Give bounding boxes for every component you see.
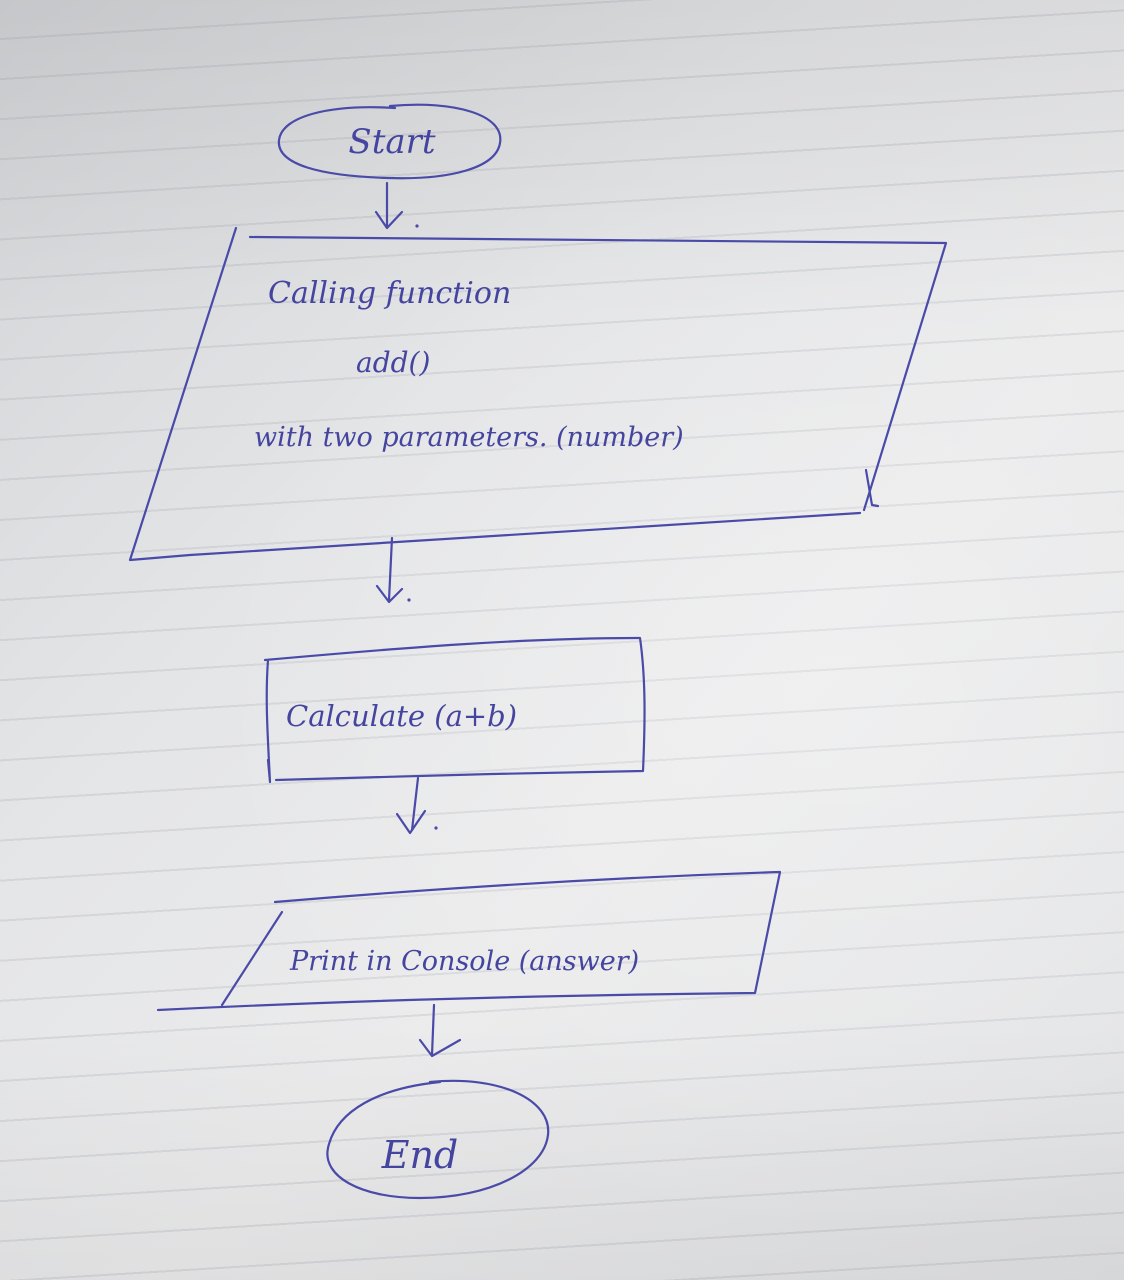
arrow-call-to-calc — [375, 536, 411, 604]
arrow-start-to-call — [374, 181, 419, 230]
node-calc: Calculate (a+b) — [263, 636, 646, 784]
arrow-calc-to-print — [395, 776, 438, 835]
arrow-print-to-end — [418, 1003, 462, 1058]
node-call: Calling function add() with two paramete… — [128, 226, 948, 562]
print-parallelogram-shape — [156, 870, 782, 1012]
end-oval-shape — [326, 1079, 550, 1200]
start-oval-shape — [277, 103, 502, 180]
call-label-line-3: with two parameters. (number) — [254, 422, 684, 453]
print-label: Print in Console (answer) — [289, 946, 639, 977]
end-label: End — [381, 1133, 459, 1177]
calc-label: Calculate (a+b) — [286, 699, 517, 733]
call-parallelogram-shape — [128, 226, 948, 562]
start-label: Start — [348, 122, 435, 162]
node-start: Start — [277, 103, 502, 180]
calc-rectangle-shape — [263, 636, 646, 784]
node-end: End — [326, 1079, 550, 1200]
call-label-line-2: add() — [356, 346, 430, 379]
node-print: Print in Console (answer) — [156, 870, 782, 1012]
call-label-line-1: Calling function — [268, 276, 511, 311]
